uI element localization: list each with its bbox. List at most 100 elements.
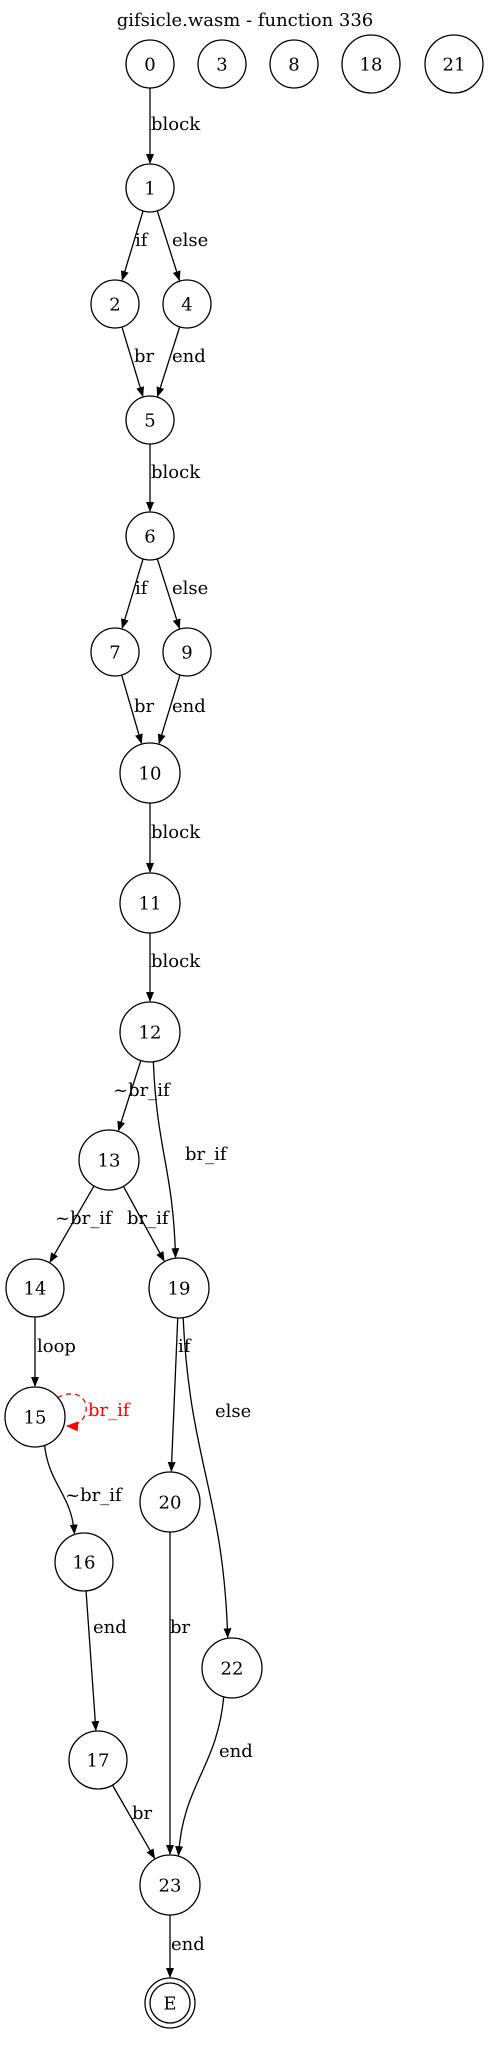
- edge-4-to-5: end: [156, 326, 206, 398]
- edge-10-to-11: block: [146, 803, 201, 873]
- edge-0-to-1: block: [146, 88, 201, 164]
- node-label: 16: [73, 1553, 96, 1574]
- node-circle: [162, 279, 212, 329]
- node-label: 12: [139, 1023, 162, 1044]
- node-19: 19: [148, 1257, 210, 1319]
- edge-line: [182, 1317, 232, 1639]
- node-8: 8: [269, 39, 319, 89]
- node-circle: [162, 627, 212, 677]
- node-circle: [125, 511, 175, 561]
- node-15: 15: [4, 1386, 66, 1448]
- edge-line: [43, 1445, 78, 1535]
- node-circle: [119, 872, 181, 934]
- edge-6-to-7: if: [120, 558, 149, 630]
- edge-label: block: [151, 114, 201, 135]
- edge-label: loop: [37, 1336, 76, 1357]
- node-circle: [197, 39, 247, 89]
- node-circle: [90, 279, 140, 329]
- edge-label: end: [93, 1617, 127, 1638]
- node-14: 14: [5, 1258, 65, 1318]
- node-17: 17: [68, 1730, 128, 1790]
- edge-15-to-16: ~br_if: [43, 1445, 123, 1535]
- node-label: 22: [221, 1659, 244, 1680]
- node-label: 4: [181, 295, 192, 316]
- edge-19-to-22: else: [182, 1317, 251, 1639]
- edge-17-to-23: br: [111, 1784, 156, 1860]
- node-label: 9: [181, 643, 192, 664]
- edge-label: br_if: [185, 1144, 228, 1165]
- edge-label: br_if: [88, 1400, 131, 1421]
- edge-line: [57, 1393, 87, 1432]
- edge-line: [157, 674, 181, 745]
- edge-19-to-20: if: [167, 1317, 192, 1473]
- node-label: 5: [144, 411, 155, 432]
- edge-line: [156, 558, 181, 630]
- node-label: 8: [288, 55, 299, 76]
- node-circle: [125, 39, 175, 89]
- edge-22-to-23: end: [175, 1696, 253, 1857]
- node-label: 11: [139, 894, 162, 915]
- node-3: 3: [197, 39, 247, 89]
- edge-label: br_if: [127, 1208, 170, 1229]
- edge-14-to-15: loop: [31, 1317, 76, 1387]
- node-label: E: [163, 1994, 176, 2015]
- node-label: 13: [98, 1151, 121, 1172]
- node-circle: [139, 1854, 201, 1916]
- node-label: 1: [144, 179, 155, 200]
- node-label: 23: [159, 1876, 182, 1897]
- edge-11-to-12: block: [146, 933, 201, 1002]
- node-circle: [269, 39, 319, 89]
- edge-line: [122, 1186, 165, 1262]
- node-11: 11: [119, 872, 181, 934]
- edge-label: else: [215, 1401, 251, 1422]
- node-circle: [148, 1257, 210, 1319]
- node-circle: [90, 627, 140, 677]
- edge-label: br: [170, 1617, 191, 1638]
- node-label: 19: [168, 1279, 191, 1300]
- node-circle: [119, 742, 181, 804]
- node-circle: [139, 1471, 201, 1533]
- edge-line: [167, 1317, 179, 1473]
- node-22: 22: [201, 1637, 263, 1699]
- edge-label: br: [134, 696, 155, 717]
- node-16: 16: [54, 1532, 114, 1592]
- node-9: 9: [162, 627, 212, 677]
- node-label: 18: [360, 55, 383, 76]
- edge-label: ~br_if: [113, 1080, 171, 1101]
- node-circle: [119, 1001, 181, 1063]
- node-circle: [424, 34, 484, 94]
- node-E: E: [144, 1977, 196, 2029]
- node-label: 10: [139, 764, 162, 785]
- edge-label: ~br_if: [55, 1208, 113, 1229]
- edge-line: [152, 1061, 180, 1259]
- node-0: 0: [125, 39, 175, 89]
- edge-1-to-4: else: [156, 210, 208, 282]
- edge-23-to-E: end: [166, 1915, 205, 1978]
- node-circle: [54, 1532, 114, 1592]
- edge-label: end: [172, 696, 206, 717]
- edge-label: if: [135, 578, 149, 599]
- node-13: 13: [78, 1129, 140, 1191]
- node-label: 17: [87, 1751, 110, 1772]
- node-circle: [125, 163, 175, 213]
- node-label: 20: [159, 1493, 182, 1514]
- edge-label: block: [151, 951, 201, 972]
- edge-16-to-17: end: [85, 1590, 127, 1732]
- edge-line: [121, 674, 143, 745]
- node-2: 2: [90, 279, 140, 329]
- node-circle: [125, 395, 175, 445]
- edge-line: [156, 210, 181, 282]
- edge-7-to-10: br: [121, 674, 155, 745]
- node-1: 1: [125, 163, 175, 213]
- edge-label: end: [219, 1741, 253, 1762]
- edge-9-to-10: end: [157, 674, 206, 745]
- node-6: 6: [125, 511, 175, 561]
- edge-label: else: [172, 230, 208, 251]
- edge-line: [111, 1784, 156, 1860]
- node-label: 21: [443, 55, 466, 76]
- edge-line: [49, 1185, 95, 1263]
- edge-1-to-2: if: [120, 210, 149, 282]
- edge-12-to-13: ~br_if: [113, 1060, 171, 1132]
- edge-2-to-5: br: [121, 326, 155, 398]
